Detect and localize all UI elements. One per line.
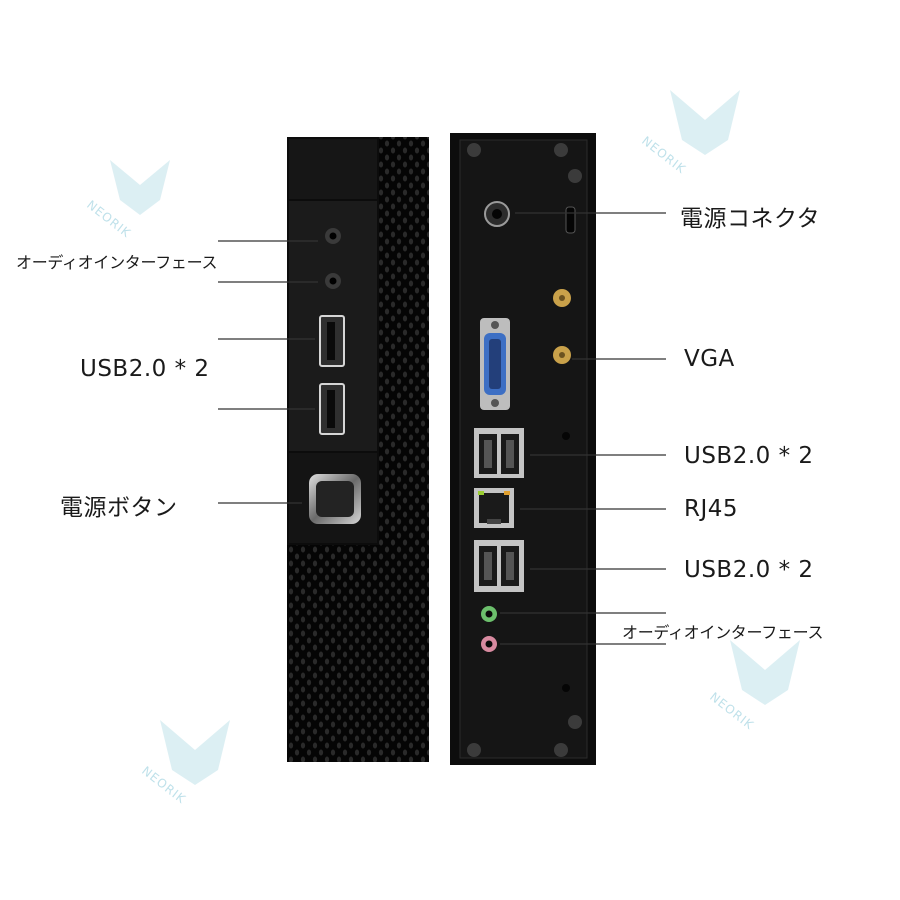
vent-hole [562,684,570,692]
vent-hole [562,432,570,440]
front-usb-port-2 [319,383,345,435]
front-unit [287,137,429,762]
screw-icon [568,169,582,183]
watermark-logo-3 [160,720,230,785]
screw-icon [554,743,568,757]
front-top-bay [289,139,377,199]
rear-usb-stack-bottom [474,540,524,592]
screw-icon [467,143,481,157]
antenna-connector-1 [553,289,571,307]
rear-usb-stack-top [474,428,524,478]
label-rear-rj45: RJ45 [684,496,739,522]
dc-power-connector [484,201,510,227]
label-front-power: 電源ボタン [60,495,178,521]
watermark-logo-2 [670,90,740,155]
front-usb-port-1 [319,315,345,367]
screw-icon [467,743,481,757]
rear-audio-jack-pink [481,636,497,652]
vga-port [480,318,510,410]
rj45-port [474,488,514,528]
label-front-usb: USB2.0 * 2 [80,356,210,382]
front-vent-bottom [287,545,379,762]
label-rear-audio: オーディオインターフェース [622,623,824,642]
rear-unit [450,133,596,765]
label-rear-usb-top: USB2.0 * 2 [684,443,814,469]
label-rear-usb-bottom: USB2.0 * 2 [684,557,814,583]
label-rear-power-connector: 電源コネクタ [680,206,821,232]
leader-lines [218,212,666,645]
label-front-audio: オーディオインターフェース [16,253,218,272]
label-rear-vga: VGA [684,346,735,372]
screw-icon [568,715,582,729]
rear-audio-jack-green [481,606,497,622]
screw-icon [554,143,568,157]
front-vent-strip [379,137,429,762]
watermark-logo-1 [110,160,170,215]
lock-slot [565,206,576,234]
antenna-connector-2 [553,346,571,364]
power-button [309,474,361,524]
watermark-logo-4 [730,640,800,705]
